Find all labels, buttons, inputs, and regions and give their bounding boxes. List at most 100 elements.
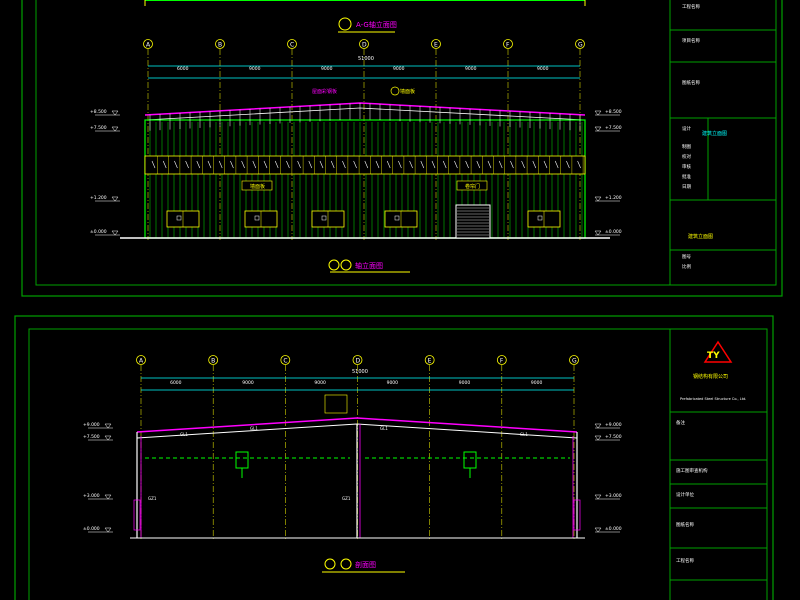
band-mark xyxy=(241,160,245,169)
level-label: ±0.000 xyxy=(605,229,622,235)
roof-note-2: 墙面板 xyxy=(400,88,415,95)
level-label: +1.200 xyxy=(605,195,622,201)
span-dim: 9000 xyxy=(242,380,254,386)
wall-note-box-left xyxy=(241,180,273,191)
title-block-row: 设计 xyxy=(682,125,691,132)
top-section-bubble-2 xyxy=(340,259,352,271)
band-mark xyxy=(554,160,559,169)
axis-bubble xyxy=(215,39,225,49)
member-tag: GL1 xyxy=(520,432,528,437)
level-triangle xyxy=(104,527,112,533)
band-mark xyxy=(353,160,357,169)
axis-bubble xyxy=(287,39,297,49)
band-mark xyxy=(286,160,290,169)
wall-note-right: 卷帘门 xyxy=(465,183,480,190)
band-mark xyxy=(532,160,537,169)
axis-label: G xyxy=(572,358,577,365)
title-block-row: 图纸名称 xyxy=(682,79,700,86)
band-mark xyxy=(487,160,492,169)
band-mark xyxy=(330,160,335,169)
title-block-row: 校对 xyxy=(682,153,691,160)
span-dim: 9000 xyxy=(387,380,399,386)
level-label: +3.000 xyxy=(83,493,100,499)
brace-left xyxy=(133,499,141,531)
axis-bubble xyxy=(424,355,435,365)
bottom-total-dim: 51000 xyxy=(352,369,368,375)
level-triangle xyxy=(594,527,602,533)
top-sheet-outer-frame xyxy=(21,0,783,297)
wall-outline xyxy=(144,119,586,239)
span-dim: 9000 xyxy=(537,66,549,72)
band-mark xyxy=(386,160,391,169)
title-block-row: 项目名称 xyxy=(682,37,700,44)
axis-label: A xyxy=(146,42,151,49)
level-triangle xyxy=(594,230,602,236)
window-mark xyxy=(254,215,260,221)
span-dim: 9000 xyxy=(465,66,477,72)
level-label: +7.500 xyxy=(90,125,107,131)
band-mark xyxy=(207,160,212,169)
level-triangle xyxy=(594,423,602,429)
span-dim: 9000 xyxy=(393,66,405,72)
level-label: +8.500 xyxy=(90,109,107,115)
roller-door-slats xyxy=(457,207,489,236)
title-block-row: 日期 xyxy=(682,184,691,190)
band-mark xyxy=(498,160,503,169)
window-band xyxy=(144,155,586,175)
band-mark xyxy=(196,160,201,169)
band-mark xyxy=(375,160,380,169)
span-dim: 9000 xyxy=(249,66,261,72)
ridge-detail-box xyxy=(324,394,348,414)
member-tag: GL1 xyxy=(250,426,258,431)
lower-windows xyxy=(166,210,561,228)
bottom-sheet-outer-frame xyxy=(14,315,774,600)
tb-drawing-name: 建筑立面图 xyxy=(702,130,727,137)
level-triangle xyxy=(594,126,602,132)
axis-bubble xyxy=(575,39,585,49)
title-block-row: 图纸名称 xyxy=(676,521,694,528)
axis-label: A xyxy=(139,358,144,365)
band-mark xyxy=(521,160,525,169)
elev-axis-title: A-G轴立面图 xyxy=(356,20,397,29)
building-elevation: 墙面板 卷帘门 屋面彩钢板 墙面板 xyxy=(120,86,610,239)
level-label: ±0.000 xyxy=(90,229,107,235)
top-level-marks: +8.500+8.500+7.500+7.500+1.200+1.200±0.0… xyxy=(90,109,622,236)
axis-label: G xyxy=(578,42,583,49)
level-label: +1.200 xyxy=(90,195,107,201)
axis-bubble xyxy=(136,355,146,365)
band-mark xyxy=(274,160,279,169)
span-dim: 6000 xyxy=(170,380,182,386)
level-label: +7.500 xyxy=(605,434,622,440)
band-mark xyxy=(420,160,425,169)
window-mark xyxy=(176,215,182,221)
band-mark xyxy=(218,160,223,169)
roof-ridge-line xyxy=(144,102,586,116)
band-mark xyxy=(151,160,156,169)
level-triangle xyxy=(111,110,119,116)
company-name-en: Prefabricated Steel Structure Co., Ltd. xyxy=(680,397,746,401)
span-dim: 9000 xyxy=(531,380,543,386)
level-label: +7.500 xyxy=(83,434,100,440)
axis-label: D xyxy=(356,358,361,365)
wall-note-box-right xyxy=(456,180,488,191)
band-mark xyxy=(263,160,268,169)
top-section-bubble-1 xyxy=(328,259,340,271)
band-mark xyxy=(409,160,413,169)
band-mark xyxy=(174,160,178,169)
title-block-row: 工程名称 xyxy=(676,557,694,564)
band-mark xyxy=(465,160,469,169)
bottom-section-bubble-1 xyxy=(324,558,336,570)
axis-bubble xyxy=(352,355,363,365)
level-triangle xyxy=(104,423,112,429)
axis-label: E xyxy=(428,358,432,365)
level-triangle xyxy=(594,196,602,202)
band-mark xyxy=(319,160,324,169)
roller-door xyxy=(455,204,491,239)
level-triangle xyxy=(111,230,119,236)
